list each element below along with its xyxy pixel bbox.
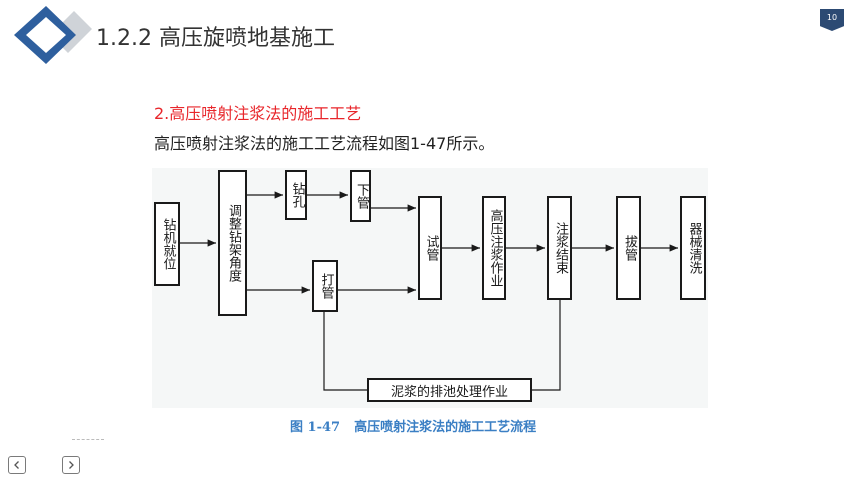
flow-step-equipment-cleaning: 器械清洗 xyxy=(680,196,706,300)
page-number-badge: 10 xyxy=(820,9,844,31)
flow-step-drill-hole: 钻孔 xyxy=(285,170,307,220)
slide-title: 1.2.2 高压旋喷地基施工 xyxy=(96,26,335,51)
flowchart-connectors xyxy=(180,191,678,391)
section-heading: 2.高压喷射注浆法的施工工艺 xyxy=(154,104,362,123)
flow-step-slurry-treatment: 泥浆的排池处理作业 xyxy=(367,378,532,402)
figure-caption-number: 图 1-47 xyxy=(290,420,341,435)
chevron-left-icon xyxy=(14,461,19,469)
line-s8-s11 xyxy=(532,300,561,391)
figure-caption: 图 1-47 高压喷射注浆法的施工工艺流程 xyxy=(290,416,536,435)
flow-step-pull-pipe: 拔管 xyxy=(616,196,641,300)
divider xyxy=(72,439,104,440)
flow-step-grouting-end: 注浆结束 xyxy=(547,196,572,300)
flow-step-adjust-frame-angle: 调整钻架角度 xyxy=(218,170,247,316)
flow-step-lower-pipe: 下管 xyxy=(350,170,371,222)
line-s5-s11 xyxy=(323,312,367,391)
chevron-right-icon xyxy=(69,461,74,469)
next-slide-button[interactable] xyxy=(62,456,80,474)
previous-slide-button[interactable] xyxy=(8,456,26,474)
flowchart-figure: 钻机就位 调整钻架角度 钻孔 下管 打管 试管 高压注浆作业 注浆结束 拔管 器… xyxy=(152,168,708,408)
flow-step-test-pipe: 试管 xyxy=(418,196,442,300)
flow-step-drill-in-position: 钻机就位 xyxy=(154,202,180,286)
diamond-logo-icon xyxy=(10,6,92,64)
flow-step-high-pressure-grouting: 高压注浆作业 xyxy=(482,196,506,300)
section-description: 高压喷射注浆法的施工工艺流程如图1-47所示。 xyxy=(154,134,495,153)
figure-caption-text: 高压喷射注浆法的施工工艺流程 xyxy=(354,420,537,435)
flow-step-drive-pipe: 打管 xyxy=(312,260,338,312)
